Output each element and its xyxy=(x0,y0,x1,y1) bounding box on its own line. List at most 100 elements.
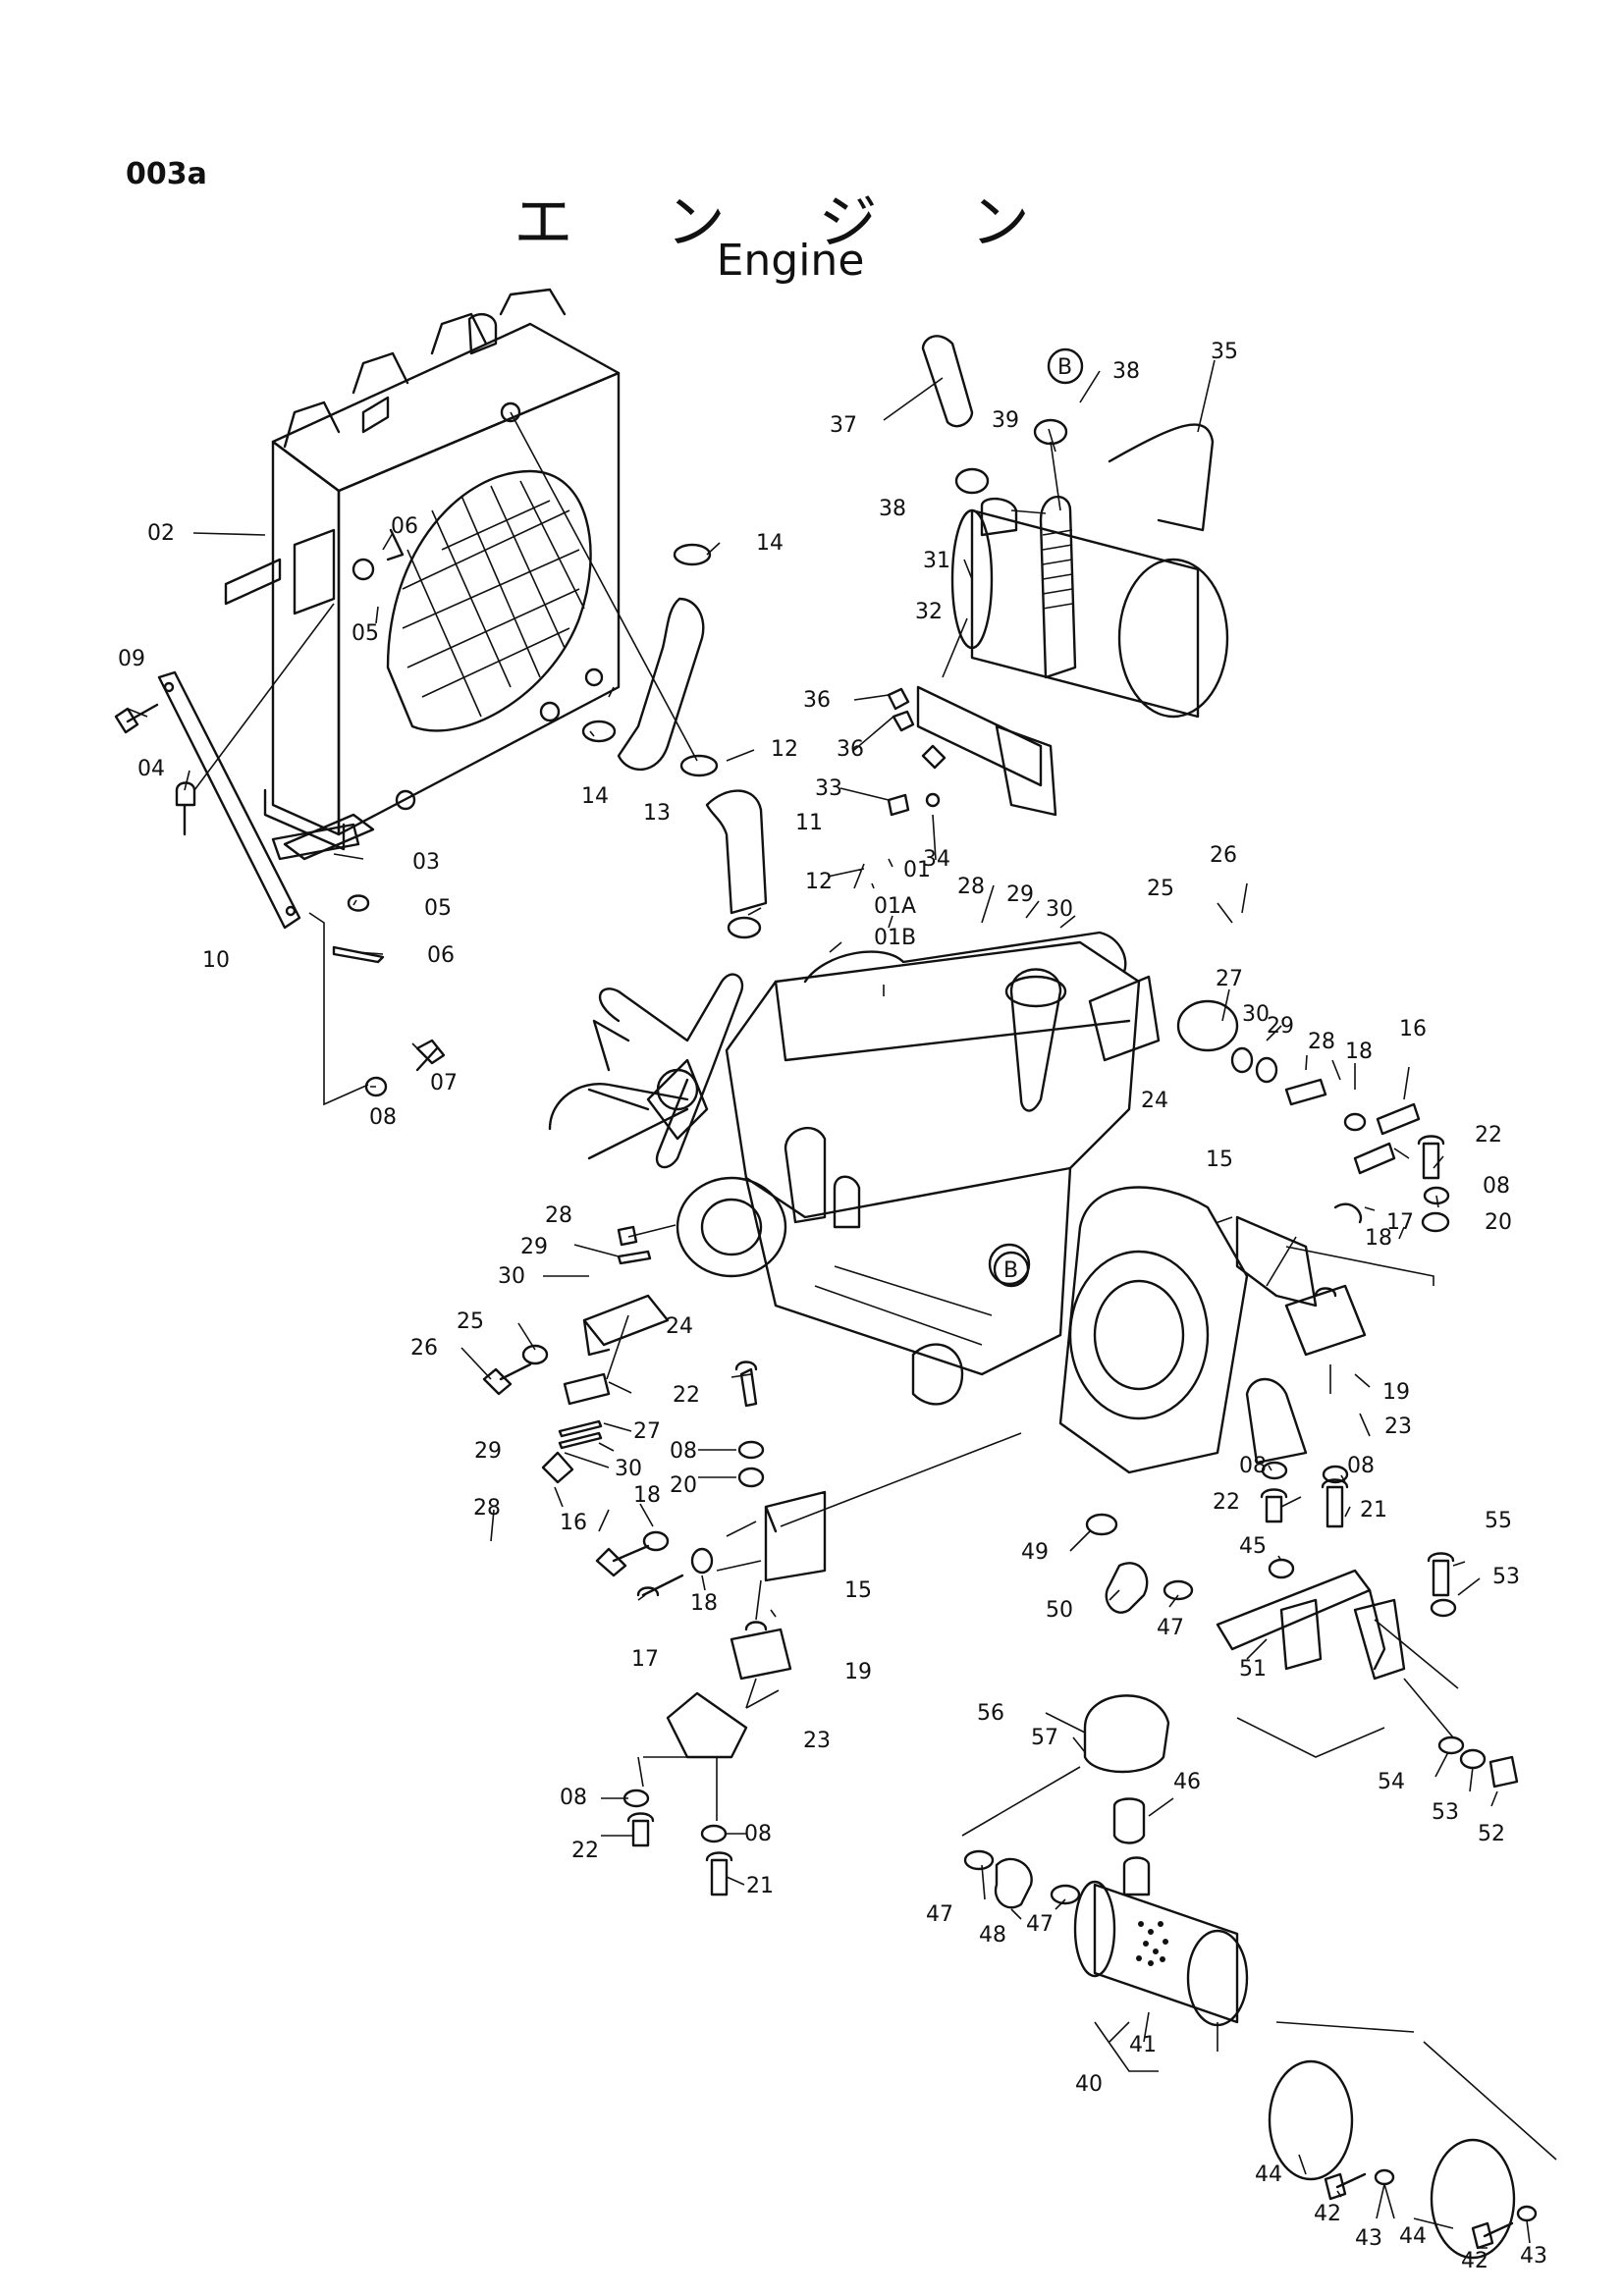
label-05: 05 xyxy=(424,896,452,921)
label-54: 54 xyxy=(1378,1770,1405,1794)
label-22: 22 xyxy=(571,1839,599,1863)
label-19: 19 xyxy=(1382,1380,1410,1405)
label-08: 08 xyxy=(1239,1454,1267,1478)
label-53: 53 xyxy=(1492,1565,1520,1589)
label-27: 27 xyxy=(633,1419,661,1444)
label-41: 41 xyxy=(1129,2033,1157,2057)
label-29: 29 xyxy=(1006,882,1034,907)
label-08: 08 xyxy=(1347,1454,1375,1478)
label-33: 33 xyxy=(815,776,842,801)
label-30: 30 xyxy=(615,1457,642,1481)
label-08: 08 xyxy=(369,1105,397,1130)
label-14: 14 xyxy=(756,531,784,556)
air-cleaner xyxy=(961,1694,1557,2260)
label-06: 06 xyxy=(391,514,418,539)
reference-markers xyxy=(993,347,1084,1288)
callout-leader-lines xyxy=(127,359,1531,2249)
label-34: 34 xyxy=(923,847,950,872)
label-46: 46 xyxy=(1173,1770,1201,1794)
label-01: 01 xyxy=(903,858,931,882)
label-42: 42 xyxy=(1314,2202,1341,2226)
page-title-japanese: エ ン ジ ン xyxy=(514,188,1067,257)
label-23: 23 xyxy=(803,1729,831,1753)
label-04: 04 xyxy=(137,757,165,781)
label-29: 29 xyxy=(474,1439,502,1464)
label-16: 16 xyxy=(1399,1017,1427,1041)
label-08: 08 xyxy=(744,1822,772,1846)
label-06: 06 xyxy=(427,943,455,968)
label-21: 21 xyxy=(1360,1498,1387,1522)
label-20: 20 xyxy=(1485,1210,1512,1235)
label-29: 29 xyxy=(520,1235,548,1259)
label-30: 30 xyxy=(1046,897,1073,922)
label-27: 27 xyxy=(1216,967,1243,991)
label-51: 51 xyxy=(1239,1657,1267,1682)
label-26: 26 xyxy=(1210,843,1237,868)
label-24: 24 xyxy=(666,1314,693,1339)
label-37: 37 xyxy=(830,413,857,438)
label-17: 17 xyxy=(631,1647,659,1672)
label-12: 12 xyxy=(771,737,798,762)
page-code: 003a xyxy=(126,157,207,191)
ref-marker-b-top: B xyxy=(1057,355,1072,380)
label-44: 44 xyxy=(1399,2224,1427,2249)
label-13: 13 xyxy=(643,801,671,826)
label-40: 40 xyxy=(1075,2072,1103,2097)
label-53: 53 xyxy=(1432,1800,1459,1825)
label-25: 25 xyxy=(1147,877,1174,901)
callout-labels: 02 06 05 09 04 03 05 10 06 07 08 14 14 1… xyxy=(118,340,1547,2273)
label-10: 10 xyxy=(202,948,230,973)
label-38: 38 xyxy=(879,497,906,521)
label-23: 23 xyxy=(1384,1415,1412,1439)
label-36: 36 xyxy=(803,688,831,713)
label-47: 47 xyxy=(926,1902,953,1927)
label-22: 22 xyxy=(673,1383,700,1408)
label-30: 30 xyxy=(1242,1002,1270,1027)
label-43: 43 xyxy=(1520,2244,1547,2269)
label-48: 48 xyxy=(979,1923,1006,1948)
label-21: 21 xyxy=(746,1874,774,1898)
radiator xyxy=(224,288,621,861)
label-56: 56 xyxy=(977,1701,1004,1726)
label-52: 52 xyxy=(1478,1822,1505,1846)
label-08: 08 xyxy=(560,1786,587,1810)
label-45: 45 xyxy=(1239,1534,1267,1559)
label-18: 18 xyxy=(1345,1040,1373,1064)
label-08: 08 xyxy=(670,1439,697,1464)
label-38: 38 xyxy=(1112,359,1140,384)
label-49: 49 xyxy=(1021,1540,1049,1565)
label-30: 30 xyxy=(498,1264,525,1289)
label-55: 55 xyxy=(1485,1509,1512,1533)
label-26: 26 xyxy=(410,1336,438,1361)
label-44: 44 xyxy=(1255,2163,1282,2187)
label-07: 07 xyxy=(430,1071,458,1095)
label-31: 31 xyxy=(923,549,950,573)
muffler xyxy=(887,335,1229,817)
label-29: 29 xyxy=(1267,1014,1294,1039)
label-18: 18 xyxy=(633,1483,661,1508)
label-57: 57 xyxy=(1031,1726,1058,1750)
label-47: 47 xyxy=(1026,1912,1054,1937)
label-24: 24 xyxy=(1141,1089,1168,1113)
label-02: 02 xyxy=(147,521,175,546)
label-19: 19 xyxy=(844,1660,872,1684)
label-28: 28 xyxy=(957,875,985,899)
radiator-stay-and-fasteners xyxy=(114,396,446,1106)
engine-block xyxy=(548,931,1249,1474)
label-42: 42 xyxy=(1461,2249,1488,2273)
label-36: 36 xyxy=(837,737,864,762)
label-14: 14 xyxy=(581,784,609,809)
label-01A: 01A xyxy=(874,894,916,919)
label-15: 15 xyxy=(844,1578,872,1603)
label-12: 12 xyxy=(805,870,833,894)
engine-mounts-right xyxy=(1088,975,1450,1528)
label-35: 35 xyxy=(1211,340,1238,364)
label-43: 43 xyxy=(1355,2226,1382,2251)
label-22: 22 xyxy=(1475,1123,1502,1148)
label-15: 15 xyxy=(1206,1148,1233,1172)
label-20: 20 xyxy=(670,1473,697,1498)
label-18: 18 xyxy=(1365,1226,1392,1251)
intake-pipes xyxy=(1085,1513,1519,1789)
radiator-hoses xyxy=(510,411,768,939)
